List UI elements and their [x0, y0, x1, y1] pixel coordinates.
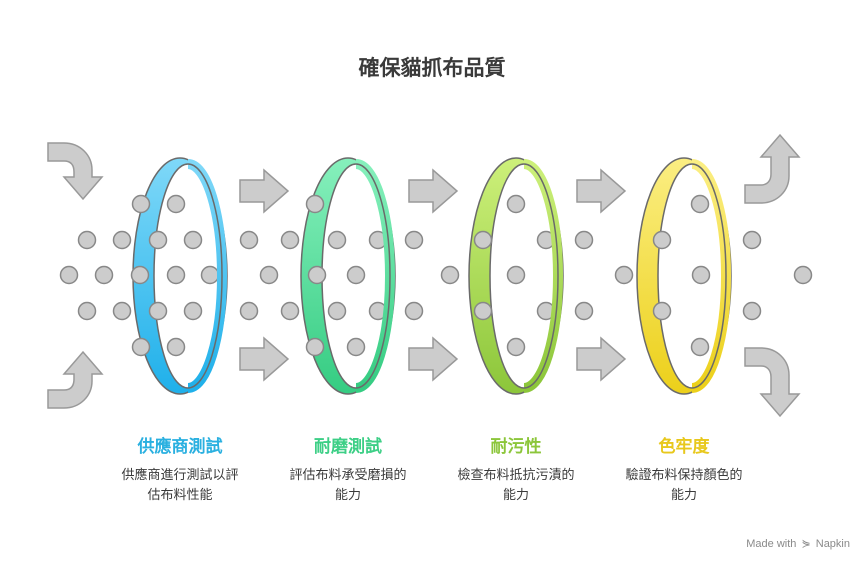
- particle: [473, 301, 493, 321]
- particle: [259, 265, 279, 285]
- particle: [112, 301, 132, 321]
- particle: [239, 230, 259, 250]
- particle: [327, 301, 347, 321]
- particle: [506, 337, 526, 357]
- outgoing-bottom-curved-arrow-icon: [744, 347, 801, 418]
- particle: [280, 301, 300, 321]
- straight-arrows: [239, 168, 627, 382]
- stage-4-description: 驗證布料保持顏色的 能力: [609, 466, 759, 506]
- particle: [652, 230, 672, 250]
- stage-1-description-line: 估布料性能: [147, 488, 213, 503]
- particle: [239, 301, 259, 321]
- particle: [440, 265, 460, 285]
- arrow-right-icon: [576, 168, 627, 214]
- particle: [166, 265, 186, 285]
- particle: [473, 230, 493, 250]
- particle: [346, 265, 366, 285]
- stage-3-description: 檢查布料抵抗污漬的 能力: [441, 466, 591, 506]
- particle: [307, 265, 327, 285]
- stage-3-description-line: 能力: [502, 488, 529, 503]
- branding-name: Napkin: [815, 538, 850, 550]
- particle: [742, 301, 762, 321]
- particle: [574, 230, 594, 250]
- particle: [148, 301, 168, 321]
- stage-2-description-line: 能力: [334, 488, 361, 503]
- particle: [690, 337, 710, 357]
- particle: [346, 337, 366, 357]
- particle: [131, 337, 151, 357]
- particle: [614, 265, 634, 285]
- stage-4-description-line: 驗證布料保持顏色的: [625, 468, 743, 483]
- particle: [305, 194, 325, 214]
- napkin-logo-icon: ⋟: [801, 538, 811, 550]
- arrow-right-icon: [239, 336, 290, 382]
- particle: [506, 194, 526, 214]
- stage-2-description-line: 評估布料承受磨損的: [289, 468, 407, 483]
- stage-3-description-line: 檢查布料抵抗污漬的: [457, 468, 575, 483]
- particle: [506, 265, 526, 285]
- particles: [59, 194, 813, 357]
- particle: [131, 194, 151, 214]
- particle: [166, 337, 186, 357]
- stage-1-description: 供應商進行測試以評 估布料性能: [105, 466, 255, 506]
- particle: [691, 265, 711, 285]
- particle: [793, 265, 813, 285]
- particle: [77, 230, 97, 250]
- particle: [148, 230, 168, 250]
- particle: [130, 265, 150, 285]
- incoming-bottom-curved-arrow-icon: [47, 350, 104, 409]
- outgoing-top-curved-arrow-icon: [744, 133, 801, 204]
- arrow-right-icon: [408, 336, 459, 382]
- stage-4-description-line: 能力: [670, 488, 697, 503]
- arrow-right-icon: [576, 336, 627, 382]
- particle: [94, 265, 114, 285]
- stage-3-title: 耐污性: [490, 437, 542, 457]
- particle: [652, 301, 672, 321]
- stage-4-title: 色牢度: [658, 437, 710, 457]
- particle: [327, 230, 347, 250]
- particle: [59, 265, 79, 285]
- particle: [574, 301, 594, 321]
- particle: [404, 230, 424, 250]
- particle: [77, 301, 97, 321]
- arrow-right-icon: [239, 168, 290, 214]
- diagram-title: 確保貓抓布品質: [358, 56, 506, 80]
- branding-prefix: Made with: [746, 538, 797, 550]
- particle: [183, 301, 203, 321]
- particle: [112, 230, 132, 250]
- particle: [280, 230, 300, 250]
- particle: [305, 337, 325, 357]
- stage-2-description: 評估布料承受磨損的 能力: [273, 466, 423, 506]
- particle: [166, 194, 186, 214]
- particle: [183, 230, 203, 250]
- particle: [690, 194, 710, 214]
- stage-2-title: 耐磨測試: [314, 437, 382, 457]
- napkin-branding-link[interactable]: Made with ⋟ Napkin: [746, 537, 850, 550]
- particle: [742, 230, 762, 250]
- stage-1-title: 供應商測試: [137, 437, 223, 457]
- incoming-top-curved-arrow-icon: [47, 142, 104, 201]
- particle: [404, 301, 424, 321]
- arrow-right-icon: [408, 168, 459, 214]
- stage-1-description-line: 供應商進行測試以評: [121, 468, 239, 483]
- particle: [200, 265, 220, 285]
